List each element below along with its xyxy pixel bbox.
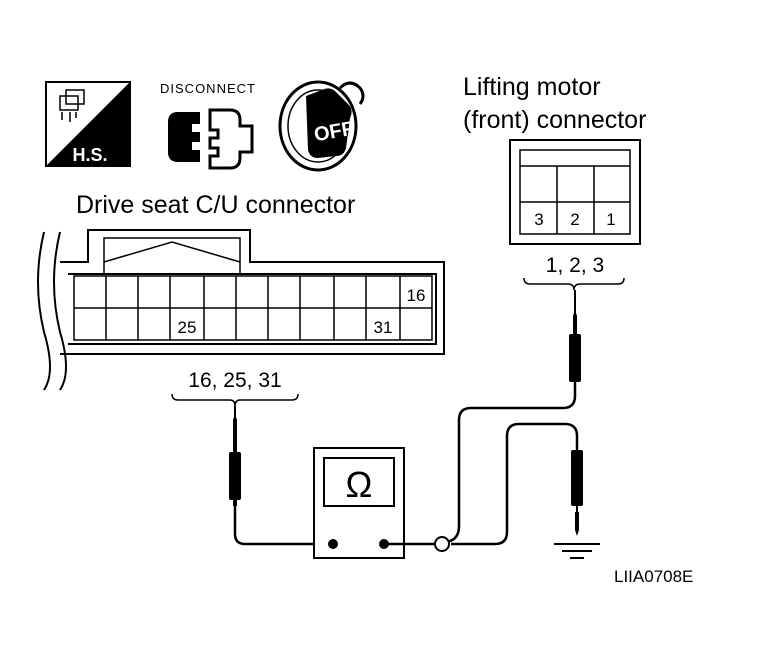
drive-probe-brace bbox=[171, 393, 299, 407]
ground-probe-lead bbox=[451, 422, 579, 546]
motor-connector-title-line1: Lifting motor bbox=[463, 73, 601, 101]
motor-pin-3-label: 3 bbox=[534, 210, 543, 229]
motor-probe-label: 1, 2, 3 bbox=[546, 254, 604, 277]
motor-connector-title-line2: (front) connector bbox=[463, 106, 646, 134]
ohmmeter: Ω bbox=[313, 447, 405, 559]
reference-code: LIIA0708E bbox=[614, 567, 693, 586]
drive-seat-connector: 16 25 31 bbox=[37, 229, 445, 391]
motor-test-probe bbox=[569, 290, 581, 382]
drive-probe-label: 16, 25, 31 bbox=[188, 369, 281, 392]
left-test-probe bbox=[229, 406, 241, 506]
wire-junction bbox=[434, 536, 450, 552]
meter-terminal-left bbox=[328, 539, 338, 549]
motor-probe-brace bbox=[523, 277, 625, 291]
disconnect-label: DISCONNECT bbox=[160, 81, 256, 96]
hs-label: H.S. bbox=[72, 145, 107, 165]
lifting-motor-connector: 3 2 1 bbox=[509, 139, 641, 245]
ignition-off-icon: OFF bbox=[278, 80, 365, 172]
left-probe-lead bbox=[233, 506, 333, 546]
disconnect-icon: DISCONNECT bbox=[160, 81, 256, 170]
motor-probe-lead bbox=[442, 382, 577, 544]
ohm-symbol: Ω bbox=[346, 464, 373, 505]
ground-symbol bbox=[554, 543, 600, 559]
motor-pin-1-label: 1 bbox=[606, 210, 615, 229]
pin-31-label: 31 bbox=[374, 318, 393, 337]
drive-connector-title: Drive seat C/U connector bbox=[76, 191, 355, 219]
pin-25-label: 25 bbox=[178, 318, 197, 337]
harness-side-icon: H.S. bbox=[45, 81, 131, 167]
pin-16-label: 16 bbox=[407, 286, 426, 305]
ground-test-probe bbox=[571, 450, 583, 536]
motor-pin-2-label: 2 bbox=[570, 210, 579, 229]
